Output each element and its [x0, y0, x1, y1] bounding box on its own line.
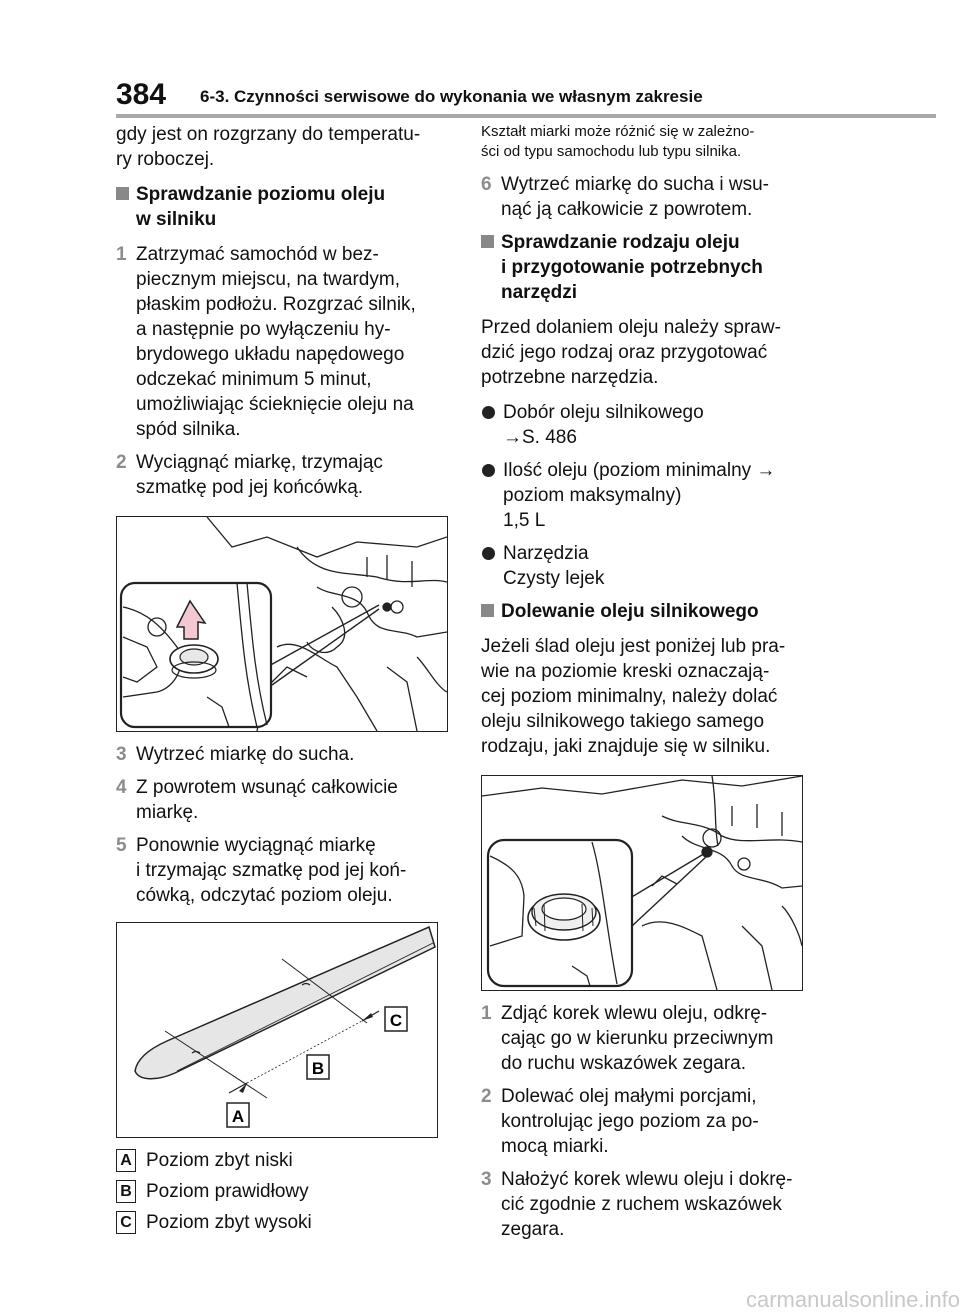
legend-item: B Poziom prawidłowy — [116, 1179, 461, 1204]
step-item: 3 Nałożyć korek wlewu oleju i dokrę- cić… — [481, 1169, 793, 1240]
dipstick-label-c: C — [390, 1011, 402, 1030]
intro-paragraph: gdy jest on rozgrzany do temperatu-ry ro… — [116, 124, 421, 170]
round-bullet-icon — [482, 547, 495, 560]
step-item: 1 Zdjąć korek wlewu oleju, odkrę- cając … — [481, 1003, 774, 1074]
dipstick-note: Kształt miarki może różnić się w zależno… — [481, 123, 755, 160]
round-bullet-icon — [482, 464, 495, 477]
figure-oil-filler-cap — [481, 775, 803, 991]
figure-dipstick-location — [116, 516, 448, 732]
section-title: 6-3. Czynności serwisowe do wykonania we… — [200, 87, 703, 106]
square-bullet-icon — [481, 235, 494, 248]
square-bullet-icon — [481, 604, 494, 617]
heading-add-oil: Dolewanie oleju silnikowego — [481, 599, 826, 624]
page-number: 384 — [116, 78, 167, 111]
header-rule — [116, 114, 936, 118]
step-item: 1 Zatrzymać samochód w bez- piecznym mie… — [116, 244, 416, 440]
step-item: 5 Ponownie wyciągnąć miarkę i trzymając … — [116, 835, 407, 906]
square-bullet-icon — [116, 187, 129, 200]
heading-oil-type: Sprawdzanie rodzaju oleju i przygotowani… — [481, 230, 826, 305]
step-item: 4 Z powrotem wsunąć całkowicie miarkę. — [116, 777, 398, 823]
bullet-item: Narzędzia Czysty lejek — [481, 541, 826, 591]
left-column: gdy jest on rozgrzany do temperatu-ry ro… — [116, 122, 461, 1241]
figure-dipstick-levels: C B A — [116, 922, 438, 1138]
round-bullet-icon — [482, 406, 495, 419]
right-column: Kształt miarki może różnić się w zależno… — [481, 122, 826, 1250]
page-header: 384 6-3. Czynności serwisowe do wykonani… — [116, 78, 956, 120]
bullet-item: Ilość oleju (poziom minimalny → poziom m… — [481, 458, 826, 533]
step-item: 2 Wyciągnąć miarkę, trzymając szmatkę po… — [116, 452, 383, 498]
watermark: carmanualsonline.info — [745, 1287, 960, 1312]
dipstick-label-b: B — [312, 1059, 324, 1078]
step-item: 6 Wytrzeć miarkę do sucha i wsu- nąć ją … — [481, 174, 770, 220]
step-item: 2 Dolewać olej małymi porcjami, kontrolu… — [481, 1086, 759, 1157]
step-item: 3 Wytrzeć miarkę do sucha. — [116, 744, 355, 765]
legend-item: A Poziom zbyt niski — [116, 1148, 461, 1173]
oil-type-paragraph: Przed dolaniem oleju należy spraw- dzić … — [481, 317, 781, 388]
bullet-item: Dobór oleju silnikowego →S. 486 — [481, 400, 826, 450]
dipstick-label-a: A — [232, 1107, 244, 1126]
add-oil-paragraph: Jeżeli ślad oleju jest poniżej lub pra- … — [481, 636, 786, 757]
legend-item: C Poziom zbyt wysoki — [116, 1210, 461, 1235]
